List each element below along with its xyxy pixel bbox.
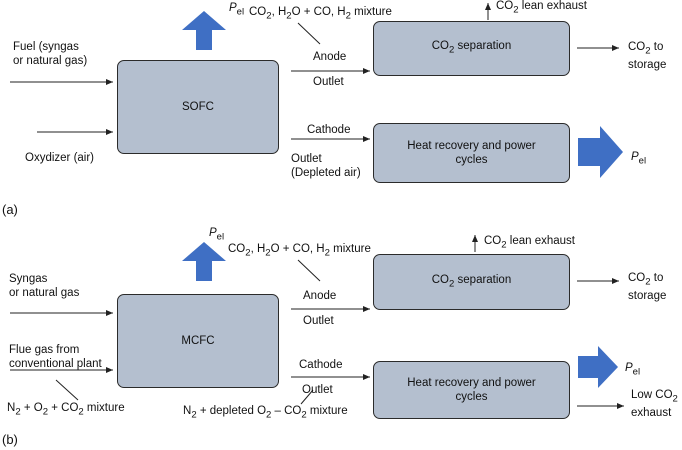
mixture-label-b: CO2, H2O + CO, H2 mixture: [228, 243, 371, 259]
power-top-label-a: Pel: [229, 2, 245, 18]
panel-tag-b: (b): [2, 432, 18, 447]
mixture-leader-b: [297, 259, 321, 282]
anode-label-b: Anode: [303, 290, 337, 302]
sofc-label: SOFC: [182, 101, 214, 113]
feed-mixture-label-b: N2 + O2 + CO2 mixture: [7, 402, 125, 418]
power-arrow-top-b: [182, 242, 226, 281]
mixture-label-a: CO2, H2O + CO, H2 mixture: [249, 6, 392, 22]
anode-outlet-label-a: Outlet: [313, 76, 344, 88]
depleted-mixture-label-b: N2 + depleted O2 – CO2 mixture: [183, 405, 348, 421]
co2-separation-label-a: CO2 separation: [431, 40, 512, 56]
co2-separation-box-a: CO2 separation: [373, 21, 570, 76]
cathode-outlet-label-a: Outlet(Depleted air): [291, 153, 361, 179]
cathode-outlet-label-b: Outlet: [302, 384, 333, 396]
anode-label-a: Anode: [313, 51, 347, 63]
power-arrow-right-a: [578, 126, 623, 178]
cathode-label-a: Cathode: [307, 124, 351, 136]
mixture-leader-a: [297, 22, 321, 45]
cathode-label-b: Cathode: [299, 359, 343, 371]
lean-exhaust-label-a: CO2 lean exhaust: [496, 0, 587, 16]
mcfc-label: MCFC: [181, 335, 215, 347]
panel-tag-a: (a): [2, 202, 18, 217]
power-right-label-a: Pel: [631, 151, 647, 167]
anode-outlet-label-b: Outlet: [303, 315, 334, 327]
co2-separation-label-b: CO2 separation: [431, 273, 512, 290]
feed-mixture-leader-b: [55, 379, 79, 401]
mcfc-box: MCFC: [117, 294, 279, 388]
oxidizer-label-a: Oxydizer (air): [25, 152, 95, 164]
co2-separation-box-b: CO2 separation: [373, 254, 570, 310]
power-arrow-right-b: [578, 346, 618, 388]
power-right-label-b: Pel: [625, 362, 641, 378]
power-top-label-b: Pel: [209, 227, 225, 243]
depleted-leader-b: [300, 389, 314, 405]
sofc-box: SOFC: [117, 60, 279, 154]
power-arrow-top-a: [182, 11, 226, 50]
lean-exhaust-label-b: CO2 lean exhaust: [484, 235, 575, 251]
